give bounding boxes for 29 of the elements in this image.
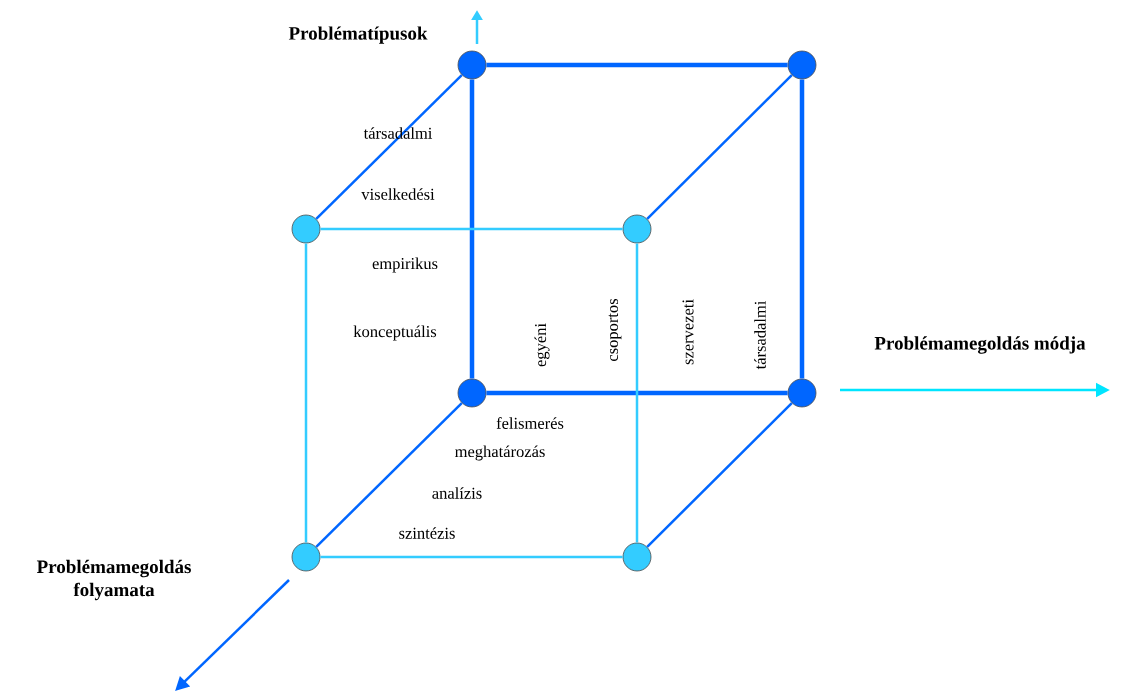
category-label: meghatározás [455,445,545,461]
category-label: analízis [432,487,482,499]
cube-edge [315,402,463,548]
category-label: szintézis [399,527,455,539]
cube-edge [469,79,475,379]
axis-title: Problémamegoldás folyamata [36,559,191,601]
vertex-circle [291,214,321,244]
cube-edge [320,555,623,559]
category-label: egyéni [534,323,550,367]
vertex-circle [457,50,487,80]
vertex-circle [787,378,817,408]
cube-edge [315,74,463,220]
cube-edge [635,243,639,543]
cube-edge [486,390,788,396]
cube-edge [320,227,623,231]
cube-edge [646,402,793,548]
cube-edge [799,79,805,379]
cube-edge [486,62,788,68]
category-label: empirikus [372,257,438,273]
vertex-circle [622,542,652,572]
cube-edge [304,243,308,543]
vertex-circle [457,378,487,408]
vertex-circle [622,214,652,244]
category-label: felismerés [496,417,564,429]
cube-edge [646,74,793,220]
vertex-circle [291,542,321,572]
category-label: szervezeti [682,299,694,365]
vertex-circle [787,50,817,80]
axis-title: Problémamegoldás módja [874,336,1086,354]
